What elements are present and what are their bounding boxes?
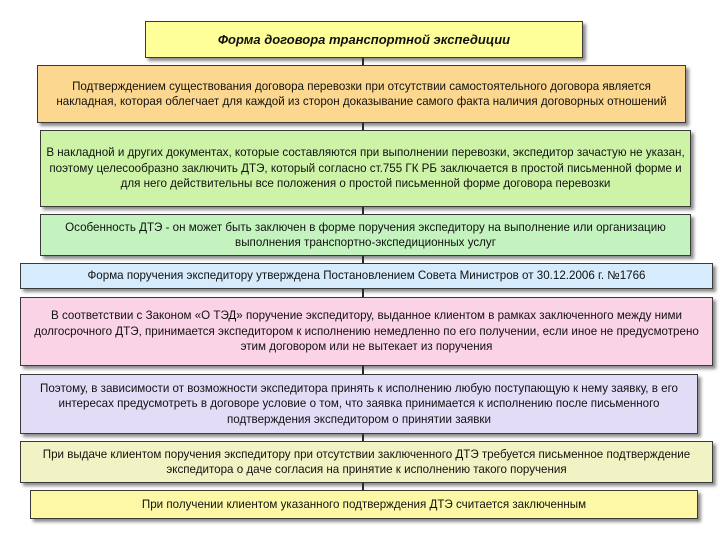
connector-4 <box>362 256 364 263</box>
flow-block-5-text: В соответствии с Законом «О ТЭД» поручен… <box>34 309 699 354</box>
flow-block-6-text: Поэтому, в зависимости от возможности эк… <box>40 381 678 426</box>
flow-block-1-text: Подтверждением существования договора пе… <box>56 79 667 109</box>
flow-block-8: При получении клиентом указанного подтве… <box>30 490 698 519</box>
connector-5 <box>362 289 364 297</box>
flow-block-7: При выдаче клиентом поручения экспедитор… <box>20 441 713 483</box>
connector-2 <box>362 123 364 130</box>
flow-block-3-text: Особенность ДТЭ - он может быть заключен… <box>65 220 666 250</box>
flow-block-8-text: При получении клиентом указанного подтве… <box>141 497 587 511</box>
connector-7 <box>362 434 364 441</box>
flow-block-4-text: Форма поручения экспедитору утверждена П… <box>87 269 646 283</box>
flow-block-3: Особенность ДТЭ - он может быть заключен… <box>40 214 691 256</box>
connector-8 <box>362 483 364 490</box>
flow-block-4: Форма поручения экспедитору утверждена П… <box>20 263 713 289</box>
connector-3 <box>362 207 364 214</box>
diagram-title: Форма договора транспортной экспедиции <box>217 31 511 47</box>
flow-block-6: Поэтому, в зависимости от возможности эк… <box>20 374 698 434</box>
flow-block-1: Подтверждением существования договора пе… <box>37 65 686 123</box>
flow-block-7-text: При выдаче клиентом поручения экспедитор… <box>42 447 691 477</box>
flow-block-2-text: В накладной и других документах, которые… <box>46 146 685 191</box>
flow-block-5: В соответствии с Законом «О ТЭД» поручен… <box>20 297 713 366</box>
connector-1 <box>362 58 364 65</box>
diagram-title-box: Форма договора транспортной экспедиции <box>145 21 583 58</box>
connector-6 <box>362 366 364 374</box>
flow-block-2: В накладной и других документах, которые… <box>40 130 691 207</box>
